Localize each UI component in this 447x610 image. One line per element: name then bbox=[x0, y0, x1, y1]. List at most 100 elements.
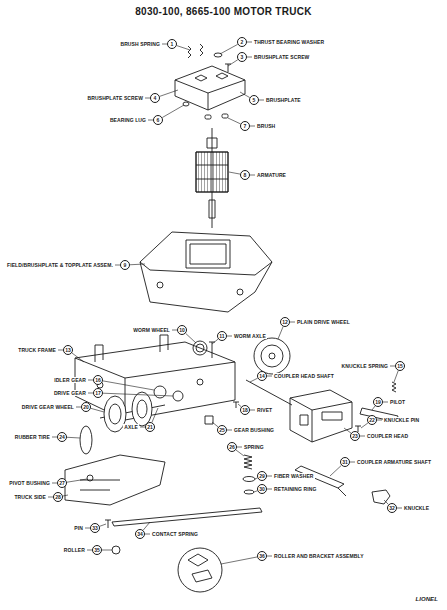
callout-number: 1 bbox=[171, 42, 174, 47]
callout-circle: 32 bbox=[387, 503, 397, 513]
callout-circle: 10 bbox=[177, 325, 187, 335]
roller bbox=[112, 546, 120, 554]
callout-number: 3 bbox=[241, 55, 244, 60]
knuckle bbox=[372, 490, 390, 504]
leader-line bbox=[103, 393, 173, 396]
idler-gear bbox=[154, 386, 166, 398]
callout-number: 16 bbox=[95, 378, 101, 383]
leader-line bbox=[228, 60, 238, 66]
part-name: BEARING LUG bbox=[109, 117, 147, 123]
callout-number: 11 bbox=[219, 334, 224, 339]
retaining-ring bbox=[244, 490, 254, 494]
callout-circle: 15 bbox=[395, 361, 405, 371]
armature-core bbox=[196, 152, 228, 192]
worm-wheel bbox=[196, 344, 204, 352]
callout-number: 7 bbox=[244, 124, 247, 129]
callout-number: 12 bbox=[282, 320, 288, 325]
callout-circle: 1 bbox=[167, 39, 177, 49]
callout-circle: 22 bbox=[367, 415, 377, 425]
callout-circle: 31 bbox=[340, 457, 350, 467]
part-name: PILOT bbox=[389, 399, 406, 405]
part-name: COUPLER HEAD bbox=[366, 433, 409, 439]
callout-circle: 16 bbox=[93, 375, 103, 385]
gear-bushing bbox=[205, 416, 213, 424]
callout-circle: 19 bbox=[373, 397, 383, 407]
worm-wheel bbox=[193, 341, 207, 355]
callout-circle: 30 bbox=[257, 484, 267, 494]
plain-drive-wheel bbox=[254, 338, 290, 374]
leader-line bbox=[177, 46, 190, 50]
callout-number: 31 bbox=[342, 460, 348, 465]
part-name: DRIVE GEAR bbox=[53, 390, 87, 396]
callout-number: 2 bbox=[241, 40, 244, 45]
callout-circle: 27 bbox=[57, 478, 67, 488]
callout-number: 34 bbox=[137, 532, 143, 537]
callout-number: 8 bbox=[244, 173, 247, 178]
callout-number: 24 bbox=[59, 435, 65, 440]
leader-line bbox=[267, 376, 272, 377]
hole bbox=[197, 379, 203, 385]
field bbox=[140, 240, 272, 275]
part-name: TRUCK FRAME bbox=[17, 347, 57, 353]
part-name: RETAINING RING bbox=[273, 486, 317, 492]
callout-number: 18 bbox=[242, 408, 248, 413]
title: 8030-100, 8665-100 MOTOR TRUCK bbox=[0, 6, 447, 17]
callout-number: 17 bbox=[95, 391, 101, 396]
brush-holder bbox=[195, 73, 228, 81]
leader-line bbox=[237, 447, 242, 448]
leader-line bbox=[130, 264, 145, 266]
leader-line bbox=[162, 105, 184, 118]
callout-circle: 20 bbox=[81, 402, 91, 412]
callout-number: 19 bbox=[375, 400, 381, 405]
leader-line bbox=[250, 378, 258, 382]
callout-number: 22 bbox=[369, 418, 375, 423]
callout-circle: 13 bbox=[63, 345, 73, 355]
callout-circle: 4 bbox=[150, 93, 160, 103]
rubber-tire bbox=[80, 426, 92, 454]
part-name: BRUSHPLATE bbox=[265, 97, 302, 103]
brush bbox=[222, 114, 228, 118]
leader-line bbox=[236, 450, 244, 456]
callout-circle: 14 bbox=[257, 371, 267, 381]
leader-line bbox=[103, 381, 154, 390]
leader-line bbox=[383, 402, 388, 403]
leader-line bbox=[220, 44, 238, 54]
leader-line bbox=[240, 92, 250, 98]
part-name: PIN bbox=[73, 525, 84, 531]
leader-line bbox=[361, 423, 368, 428]
leader-line bbox=[186, 333, 196, 343]
callout-circle: 5 bbox=[249, 95, 259, 105]
callout-circle: 26 bbox=[227, 442, 237, 452]
part-name: PLAIN DRIVE WHEEL bbox=[296, 319, 351, 325]
truck-side bbox=[65, 455, 165, 505]
callout-number: 4 bbox=[154, 96, 157, 101]
callout-circle: 7 bbox=[240, 121, 250, 131]
callout-circle: 21 bbox=[145, 422, 155, 432]
drive-gear-wheel bbox=[109, 404, 121, 424]
callout-number: 10 bbox=[179, 328, 185, 333]
callout-number: 15 bbox=[397, 364, 403, 369]
commutator bbox=[207, 138, 217, 148]
leader-line bbox=[72, 353, 84, 362]
plain-drive-wheel bbox=[269, 353, 275, 359]
leader-line bbox=[372, 406, 375, 410]
part-name: RIVET bbox=[256, 407, 273, 413]
leader-line bbox=[267, 556, 272, 557]
coupler-head-shaft bbox=[246, 380, 292, 405]
leader-line bbox=[290, 322, 295, 323]
part-name: ARMATURE bbox=[256, 172, 287, 178]
leader-line bbox=[250, 126, 255, 127]
callout-number: 14 bbox=[259, 374, 265, 379]
leader-line bbox=[360, 436, 365, 437]
callout-circle: 35 bbox=[92, 545, 102, 555]
topplate bbox=[140, 232, 272, 312]
leader-line bbox=[67, 437, 80, 439]
part-name: KNUCKLE SPRING bbox=[341, 363, 389, 369]
plain-drive-wheel bbox=[261, 345, 283, 367]
callout-circle: 17 bbox=[93, 388, 103, 398]
leader-line bbox=[259, 100, 264, 101]
armature bbox=[196, 152, 228, 192]
worm bbox=[209, 200, 215, 218]
leader-line bbox=[229, 172, 240, 174]
part-name: RUBBER TIRE bbox=[14, 434, 51, 440]
